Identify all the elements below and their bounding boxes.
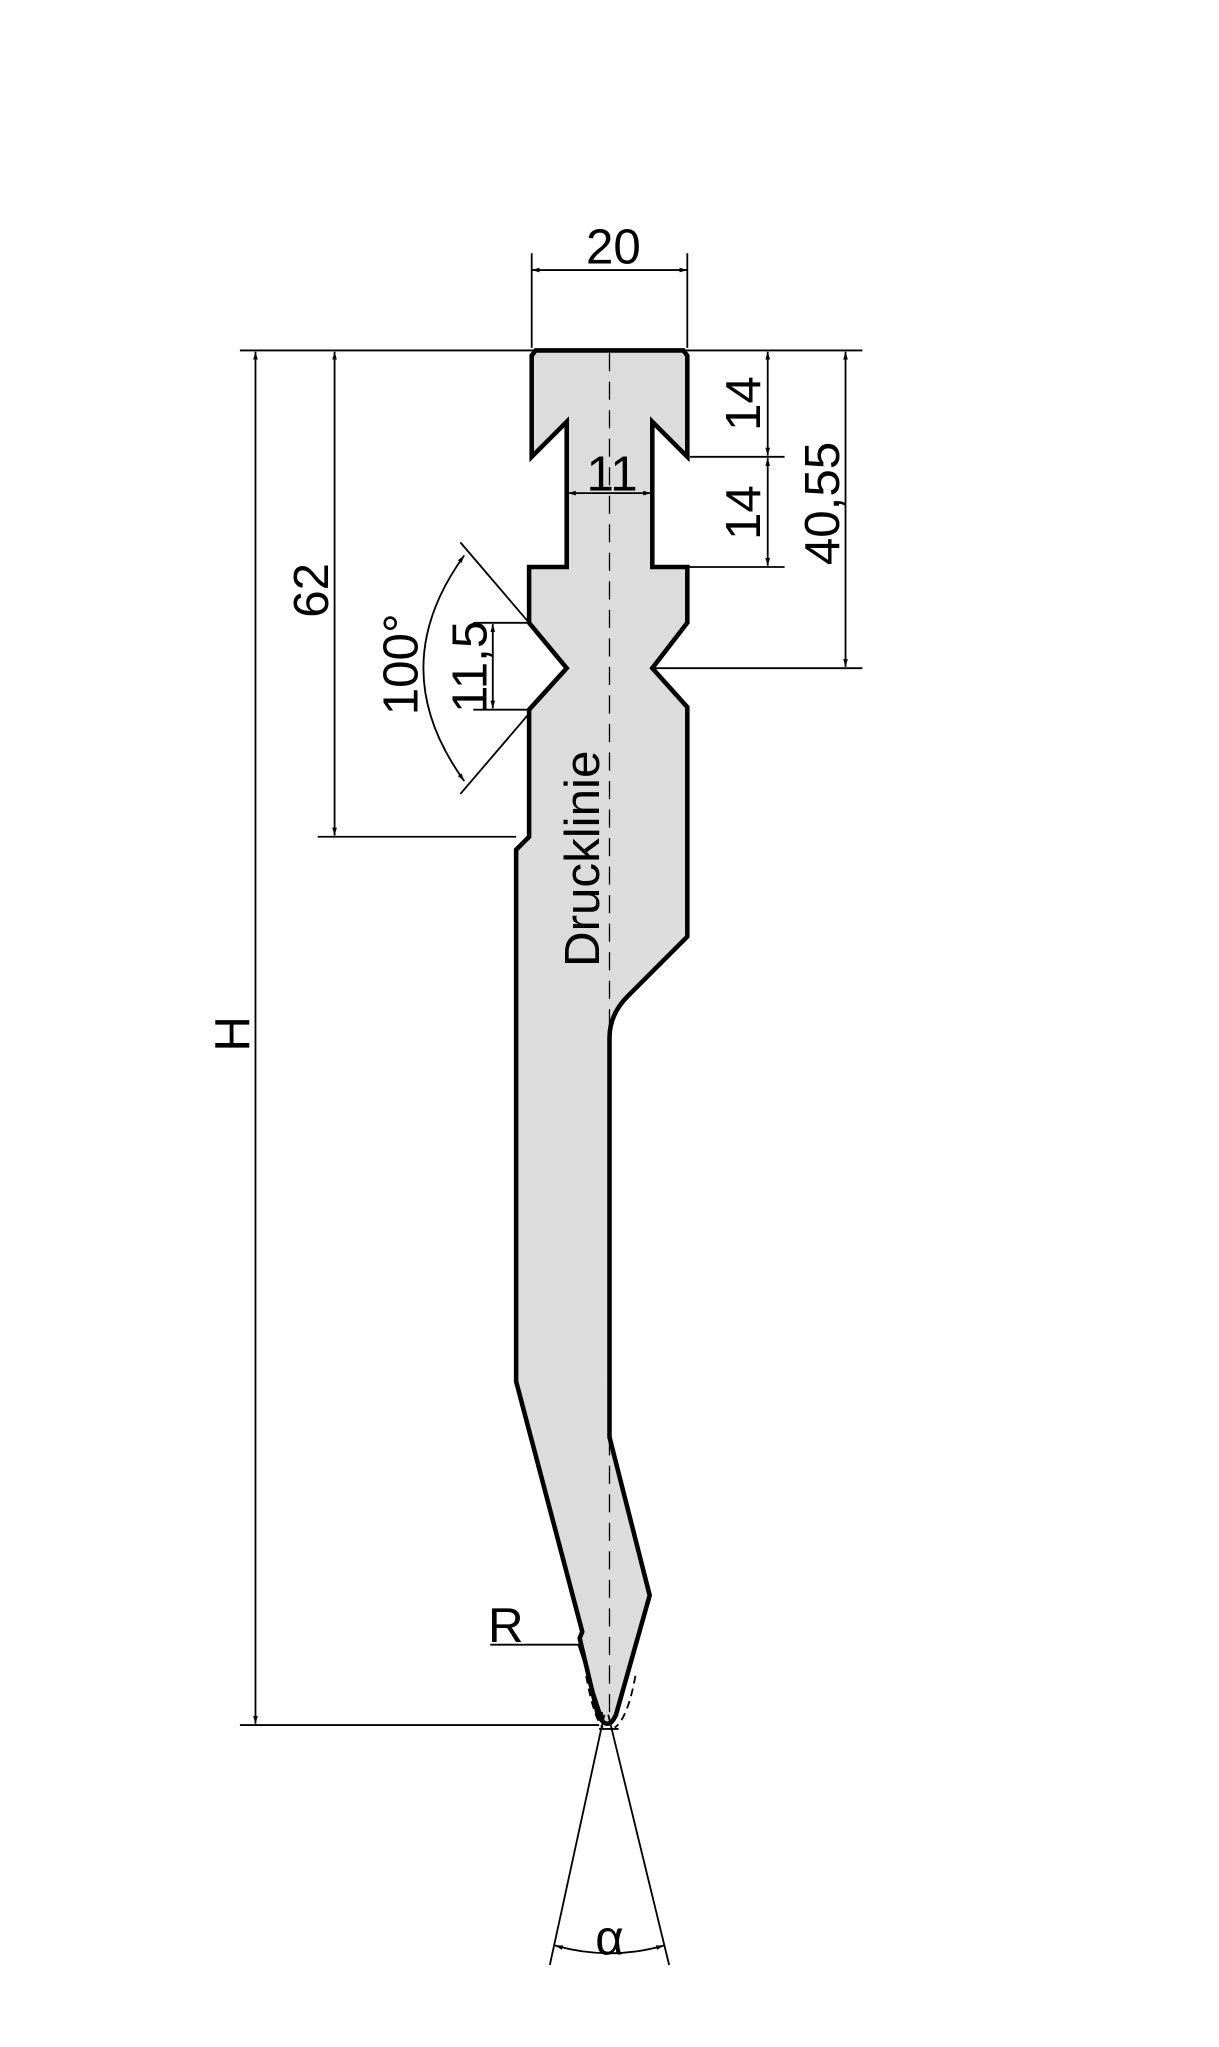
dimension-shoulder-height: 62 bbox=[284, 351, 517, 838]
dimension-label: 11,5 bbox=[442, 621, 497, 713]
dimension-label: 100° bbox=[374, 613, 429, 715]
dimension-total-height: H bbox=[205, 351, 260, 1724]
dimension-tip-angle: α bbox=[548, 1714, 671, 1966]
dimension-label: 62 bbox=[284, 563, 339, 618]
dimension-groove-depths: 14 14 bbox=[654, 351, 785, 568]
dimension-label: 11 bbox=[587, 447, 638, 502]
dimension-label: 14 bbox=[716, 376, 771, 431]
dimension-neck-width: 11 bbox=[568, 447, 651, 502]
dimension-groove-position: 40,55 bbox=[654, 351, 863, 670]
dimension-v-notch-angle: 100° bbox=[374, 541, 530, 795]
dimension-top-width: 20 bbox=[530, 220, 689, 348]
dimension-tip-radius: R bbox=[488, 1598, 637, 1730]
dimension-label: H bbox=[205, 1016, 260, 1052]
dimension-v-notch-height: 11,5 bbox=[442, 621, 528, 713]
pressure-line-label: Drucklinie bbox=[555, 751, 610, 967]
dimension-label: α bbox=[595, 1911, 623, 1966]
tool-profile bbox=[513, 348, 690, 1726]
dimension-label: 40,55 bbox=[795, 442, 850, 565]
dimension-label: 20 bbox=[586, 220, 641, 275]
dimension-label: 14 bbox=[716, 485, 771, 540]
